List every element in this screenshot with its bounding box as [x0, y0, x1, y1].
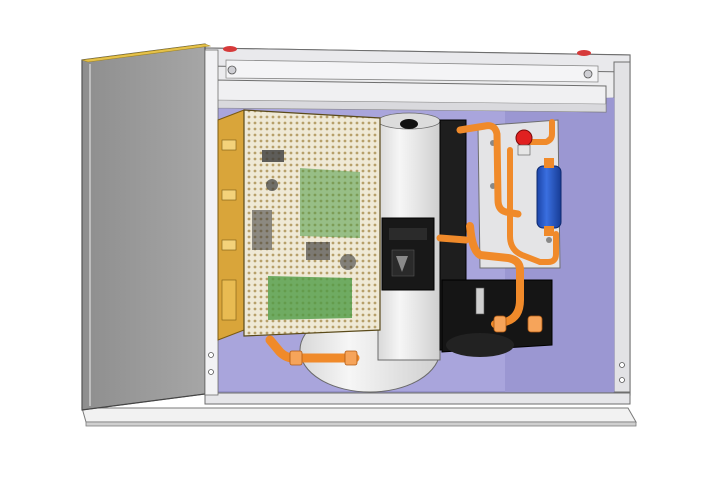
expansion-valve — [515, 129, 533, 156]
left-side-panel — [81, 43, 212, 411]
electronics-bracket — [217, 109, 245, 341]
left-frame-post — [204, 49, 625, 396]
base-plate — [81, 407, 637, 427]
pressure-sensor — [475, 287, 485, 315]
copper-piping — [265, 119, 559, 363]
filter-drier-icon — [536, 158, 562, 236]
electronics-cover — [243, 109, 381, 337]
top-beam — [213, 59, 607, 113]
pipe-fittings — [289, 315, 543, 366]
lifting-caps — [223, 46, 591, 56]
